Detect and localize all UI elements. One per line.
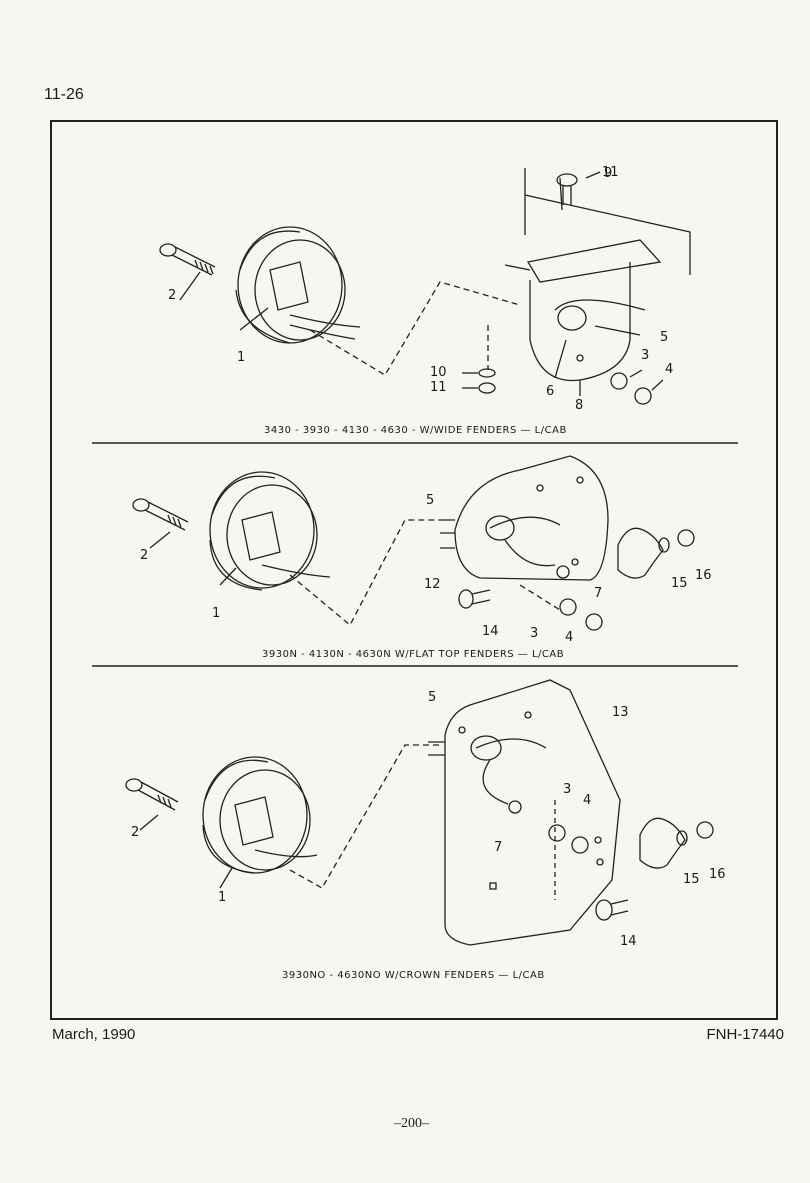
nut-icon bbox=[634, 387, 652, 405]
washer-icon bbox=[658, 537, 670, 553]
nut-icon bbox=[559, 598, 577, 616]
callout-2: 2 bbox=[140, 548, 149, 563]
lamp-housing-icon bbox=[209, 471, 331, 591]
footer-code: FNH-17440 bbox=[706, 1026, 784, 1043]
callout-13: 13 bbox=[612, 705, 629, 720]
callout-3: 3 bbox=[563, 782, 572, 797]
footer-date: March, 1990 bbox=[52, 1026, 136, 1043]
callout-5: 5 bbox=[428, 690, 437, 705]
nut-icon bbox=[548, 824, 566, 842]
washer-icon bbox=[676, 830, 688, 846]
section-2-drawing bbox=[92, 455, 738, 667]
callout-15: 15 bbox=[671, 576, 688, 591]
callout-4: 4 bbox=[583, 793, 592, 808]
callout-16: 16 bbox=[709, 867, 726, 882]
callout-16: 16 bbox=[695, 568, 712, 583]
callout-7: 7 bbox=[494, 840, 503, 855]
washer-icon bbox=[478, 368, 496, 378]
callout-2: 2 bbox=[168, 288, 177, 303]
section-2-caption: 3930N - 4130N - 4630N W/FLAT TOP FENDERS… bbox=[262, 649, 565, 660]
nut-icon bbox=[696, 821, 714, 839]
callout-12: 12 bbox=[424, 577, 441, 592]
mounting-bracket-icon bbox=[504, 239, 662, 382]
nut-icon bbox=[677, 529, 695, 547]
bolt-icon bbox=[595, 899, 629, 921]
callout-9b: 9 bbox=[604, 166, 613, 181]
lamp-housing-icon bbox=[235, 226, 361, 344]
callout-5: 5 bbox=[426, 493, 435, 508]
washer-icon bbox=[478, 382, 496, 394]
nut-icon bbox=[610, 372, 628, 390]
mounting-plate-icon bbox=[454, 455, 609, 581]
callout-1: 1 bbox=[218, 890, 227, 905]
page-ref: 11-26 bbox=[44, 86, 84, 103]
callout-4: 4 bbox=[565, 630, 574, 645]
callout-3: 3 bbox=[530, 626, 539, 641]
callout-1: 1 bbox=[237, 350, 246, 365]
callout-10: 10 bbox=[430, 365, 447, 380]
callout-14: 14 bbox=[620, 934, 637, 949]
callout-8: 8 bbox=[575, 398, 584, 413]
nut-icon bbox=[571, 836, 589, 854]
callout-4: 4 bbox=[665, 362, 674, 377]
callout-7: 7 bbox=[594, 586, 603, 601]
callout-14: 14 bbox=[482, 624, 499, 639]
page-number: –200– bbox=[394, 1116, 429, 1131]
fender-plate-icon bbox=[444, 679, 621, 946]
callout-1: 1 bbox=[212, 606, 221, 621]
callout-2: 2 bbox=[131, 825, 140, 840]
callout-3: 3 bbox=[641, 348, 650, 363]
lamp-housing-icon bbox=[202, 756, 318, 874]
bolt-icon bbox=[132, 498, 189, 531]
nut-icon bbox=[585, 613, 603, 631]
bolt-icon bbox=[458, 589, 491, 609]
callout-15: 15 bbox=[683, 872, 700, 887]
callout-5: 5 bbox=[660, 330, 669, 345]
bolt-icon bbox=[125, 778, 179, 811]
section-1-caption: 3430 - 3930 - 4130 - 4630 - W/WIDE FENDE… bbox=[264, 425, 567, 436]
bolt-icon bbox=[159, 243, 216, 276]
callout-11: 11 bbox=[430, 380, 447, 395]
section-3-drawing bbox=[125, 679, 714, 946]
section-1-drawing bbox=[92, 168, 738, 444]
callout-9: 11 bbox=[602, 165, 619, 180]
diagram-frame bbox=[50, 120, 778, 1020]
callout-6: 6 bbox=[546, 384, 555, 399]
carriage-bolt-icon bbox=[556, 173, 578, 205]
section-3-caption: 3930NO - 4630NO W/CROWN FENDERS — L/CAB bbox=[282, 970, 545, 981]
